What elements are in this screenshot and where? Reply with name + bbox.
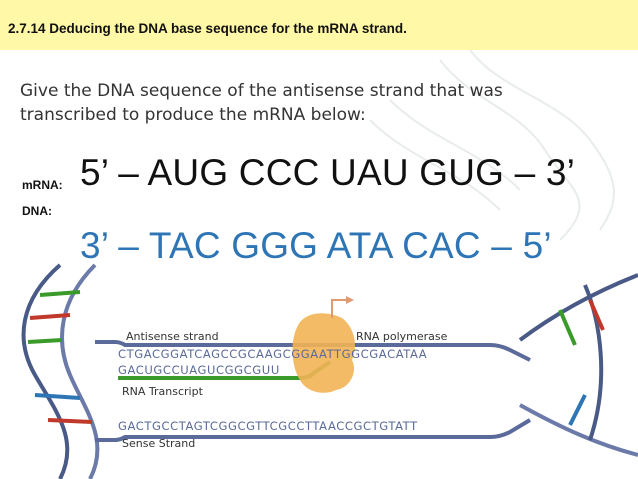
transcript-sequence: GACUGCCUAGUCGGCGUU [118,363,280,377]
question-prompt: Give the DNA sequence of the antisense s… [20,81,503,125]
rna-polymerase-shape [292,313,355,393]
antisense-label: Antisense strand [126,330,219,343]
dna-label: DNA: [22,204,52,218]
mrna-label: mRNA: [22,178,63,192]
sense-label: Sense Strand [122,437,195,450]
transcript-label: RNA Transcript [122,385,204,398]
rna-polymerase-label: RNA polymerase [356,330,448,343]
mrna-sequence: 5’ – AUG CCC UAU GUG – 3’ [80,152,576,193]
dna-answer-sequence: 3’ – TAC GGG ATA CAC – 5’ [80,225,552,266]
slide-title: 2.7.14 Deducing the DNA base sequence fo… [8,21,407,36]
antisense-sequence: CTGACGGATCAGCCGCAAGCGGAATTGGCGACATAA [118,347,427,361]
title-bar: 2.7.14 Deducing the DNA base sequence fo… [0,0,638,50]
sense-sequence: GACTGCCTAGTCGGCGTTCGCCTTAACCGCTGTATT [118,419,418,433]
